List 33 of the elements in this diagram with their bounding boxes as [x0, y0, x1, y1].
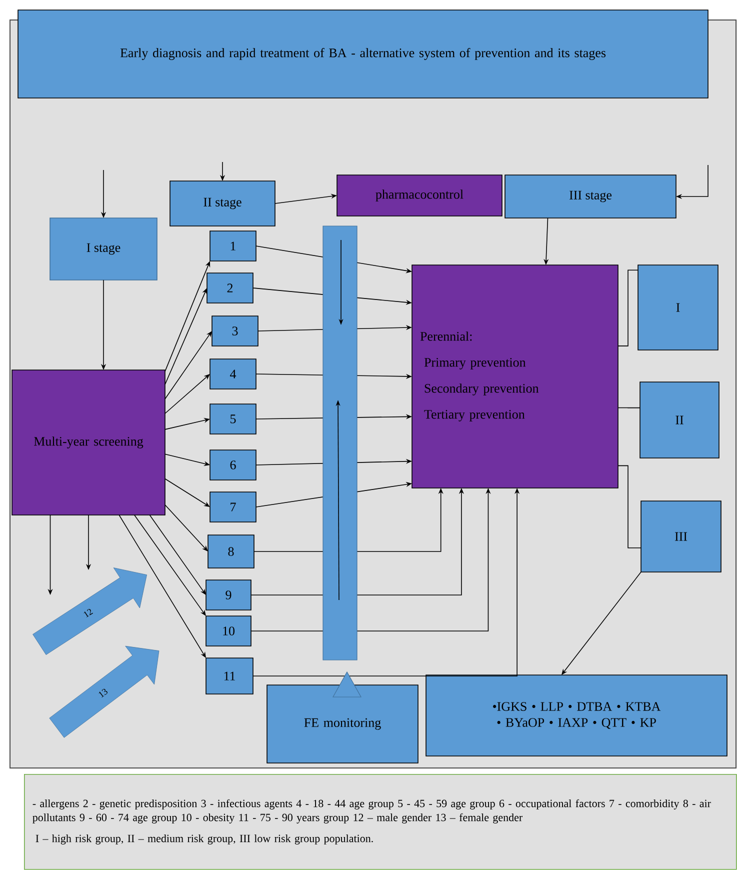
number-box: 5: [210, 404, 256, 434]
bracket-line: [618, 407, 640, 408]
number-box: 1: [210, 230, 256, 262]
monitoring-box: FE monitoring: [266, 684, 418, 764]
arrow: [149, 514, 206, 595]
stage-box: II stage: [170, 180, 276, 226]
arrow: [164, 478, 210, 507]
number-box: 6: [210, 450, 256, 480]
title-box: Early diagnosis and rapid treatment of BA - alternative system of prevention and its stages: [18, 10, 708, 98]
number-box: 7: [210, 492, 256, 522]
arrow: [164, 331, 212, 400]
bracket-line: [618, 465, 642, 548]
risk-group-box: I: [638, 264, 718, 350]
risk-group-box: II: [640, 382, 720, 458]
arrow: [164, 504, 208, 552]
number-box: 2: [206, 272, 254, 304]
arrow: [134, 514, 206, 616]
pharmacocontrol-box: pharmacocontrol: [336, 174, 502, 216]
bracket-line: [618, 270, 638, 346]
number-box: 4: [210, 358, 256, 390]
prevention-box: Perennial: Primary prevention Secondary prevention Tertiary prevention: [412, 264, 618, 488]
stage-box: III stage: [504, 174, 676, 218]
risk-group-box: III: [640, 500, 722, 572]
screening-box: Multi-year screening: [12, 370, 166, 516]
arrow: [164, 374, 210, 414]
number-box: 11: [206, 658, 254, 694]
abbreviation-box: •IGKS • LLP • DTBA • KTBA • BYaOP • IAXP • QTT • KP: [426, 674, 728, 756]
number-box: 9: [206, 580, 252, 610]
stage-box: I stage: [50, 218, 158, 280]
number-box: 3: [212, 316, 258, 346]
number-box: 10: [206, 616, 252, 646]
number-box: 8: [208, 534, 254, 568]
note-box: - allergens 2 - genetic predisposition 3 - infectious agents 4 - 18 - 44 age group 5 - 45 - 59 age group 6 - occupational factors 7 - comorbidity 8 - air pollutants 9 - 60 - 74 age group 10 - obesity 11 - 75 - 90 years group 12 – male gender 13 – female gender I – high risk group, II – medium risk group, III low risk group population.: [24, 774, 737, 870]
